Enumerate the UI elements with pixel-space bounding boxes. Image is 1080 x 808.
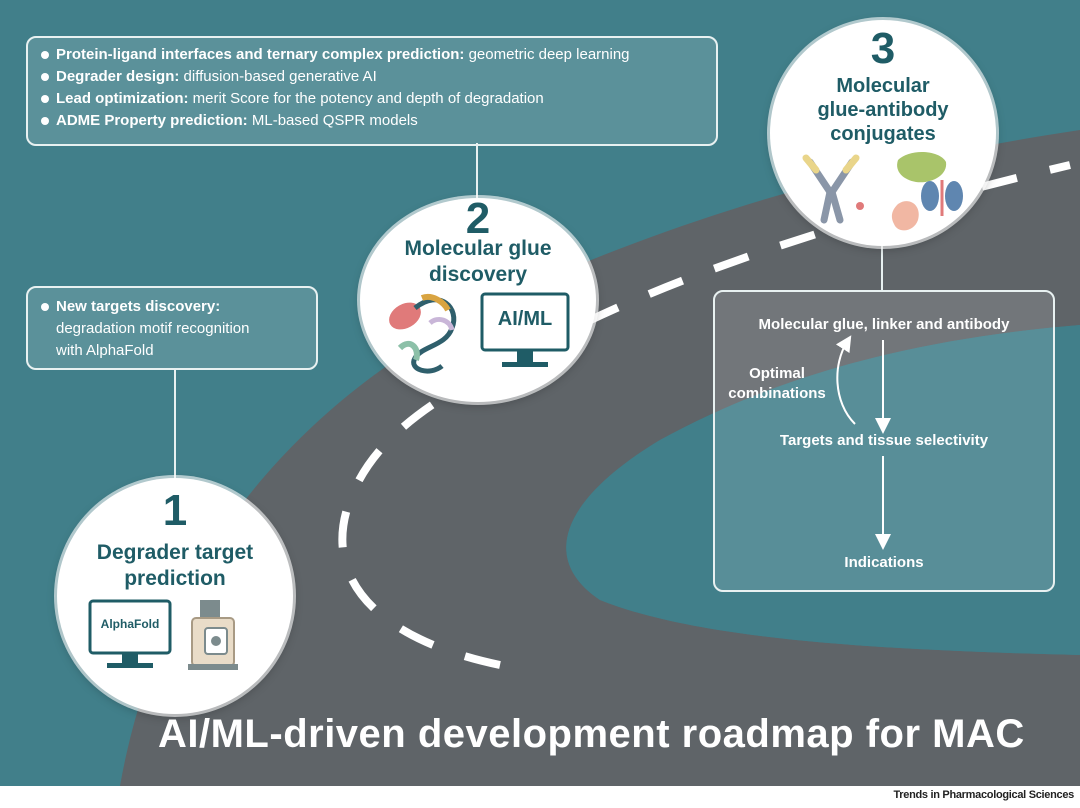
stage2-bullet-box: Protein-ligand interfaces and ternary co… bbox=[26, 36, 718, 146]
stage1-circle: 1 Degrader target prediction AlphaFold bbox=[57, 478, 293, 714]
stage2-bullet-1: Degrader design: diffusion-based generat… bbox=[36, 66, 716, 88]
stage1-title-line2: prediction bbox=[124, 567, 226, 590]
protein-structure-icon bbox=[389, 294, 457, 374]
inner-land bbox=[566, 325, 1080, 655]
stage2-circle: 2 Molecular glue discovery AI/ML bbox=[360, 194, 596, 402]
ai-ml-monitor-icon bbox=[480, 292, 570, 367]
flow-middle-text: Targets and tissue selectivity bbox=[779, 432, 989, 449]
stage3-title-line2: glue-antibody bbox=[817, 99, 949, 121]
antibody-icon bbox=[802, 154, 864, 224]
stage3-circle: 3 Molecular glue-antibody conjugates bbox=[770, 20, 996, 246]
stage2-bullet-0: Protein-ligand interfaces and ternary co… bbox=[36, 44, 716, 66]
stage3-title-line1: Molecular bbox=[836, 75, 930, 97]
stage2-title-line2: discovery bbox=[428, 263, 528, 286]
stage1-bullet: New targets discovery:degradation motif … bbox=[36, 296, 316, 362]
stage2-bullet-3: ADME Property prediction: ML-based QSPR … bbox=[36, 110, 716, 132]
stage3-flow-box: Molecular glue, linker and antibody Opti… bbox=[713, 290, 1055, 592]
figure-title: AI/ML-driven development roadmap for MAC bbox=[158, 712, 1025, 756]
stage2-bullet-2: Lead optimization: merit Score for the p… bbox=[36, 88, 716, 110]
ai-ml-label: AI/ML bbox=[497, 308, 553, 330]
stage1-number: 1 bbox=[162, 486, 188, 535]
flow-top-text: Molecular glue, linker and antibody bbox=[758, 316, 1010, 333]
stage3-title-line3: conjugates bbox=[830, 123, 936, 145]
monitor-icon bbox=[88, 599, 172, 668]
kidney-icon bbox=[921, 180, 963, 216]
flow-loop-arrow bbox=[835, 335, 856, 425]
stage2-number: 2 bbox=[465, 194, 491, 243]
flow-bottom-text: Indications bbox=[844, 554, 924, 571]
cryo-em-microscope-icon bbox=[188, 600, 238, 670]
liver-icon bbox=[897, 151, 947, 183]
stage1-bullet-box: New targets discovery:degradation motif … bbox=[26, 286, 318, 370]
stage3-number: 3 bbox=[870, 24, 896, 73]
road bbox=[120, 130, 1080, 786]
journal-credit: Trends in Pharmacological Sciences bbox=[893, 789, 1074, 801]
alphafold-label: AlphaFold bbox=[100, 617, 160, 631]
stage2-title-line1: Molecular glue bbox=[404, 237, 552, 260]
stage1-title-line1: Degrader target bbox=[96, 541, 254, 564]
tumor-organ-icon bbox=[891, 201, 919, 231]
